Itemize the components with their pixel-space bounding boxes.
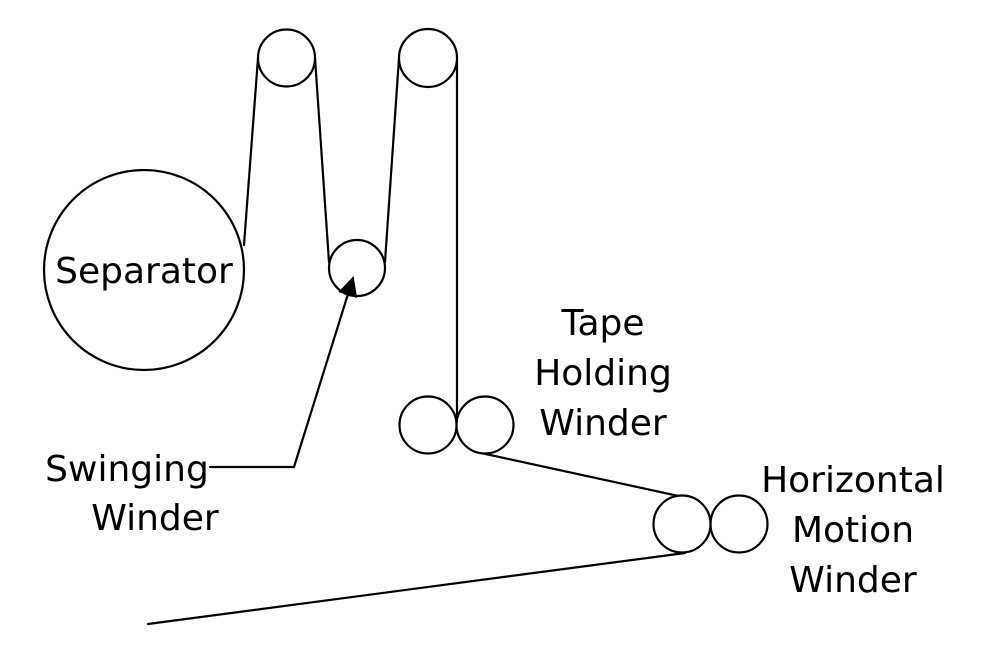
swinging-winder-label-line1: Swinging xyxy=(45,449,209,490)
horizontal-motion-roller-right xyxy=(709,494,769,554)
tape-swinging-to-right-top-roller xyxy=(383,56,401,264)
tape-separator-to-left-top-roller xyxy=(242,56,260,247)
tape-output xyxy=(146,551,687,626)
separator-label: Separator xyxy=(55,251,233,292)
tape-holding-to-horizontal xyxy=(479,451,685,499)
top-right-roller xyxy=(397,27,459,89)
horizontal-motion-winder-label-line2: Motion xyxy=(792,510,914,551)
horizontal-motion-roller-left xyxy=(652,494,712,554)
tape-holding-winder-label-line3: Winder xyxy=(539,403,667,444)
swinging-winder-label-line2: Winder xyxy=(91,498,219,539)
separator-drum xyxy=(42,168,246,372)
tape-holding-winder-label-line2: Holding xyxy=(534,353,672,394)
tape-holding-winder-label-line1: Tape xyxy=(560,303,644,344)
horizontal-motion-winder-label-line3: Winder xyxy=(789,560,917,601)
tape-holding-roller-right xyxy=(455,395,515,455)
horizontal-motion-winder-label-line1: Horizontal xyxy=(761,460,945,501)
top-left-roller xyxy=(256,28,317,88)
swinging-winder-roller xyxy=(327,238,387,298)
tape-left-top-roller-to-swinging xyxy=(313,56,331,264)
swinging-winder-leader-arrow xyxy=(208,276,358,469)
tape-holding-roller-left xyxy=(398,395,458,455)
